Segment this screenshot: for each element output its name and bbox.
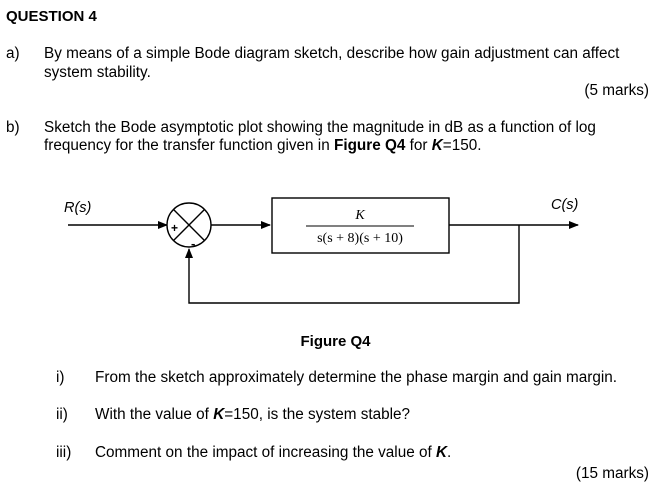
part-b-label: b): [6, 119, 20, 136]
input-label: R(s): [64, 200, 91, 216]
subpart-iii-text-pre: Comment on the impact of increasing the …: [95, 444, 436, 461]
subpart-ii-text-post: =150, is the system stable?: [224, 406, 411, 423]
part-b-line-2: frequency for the transfer function give…: [44, 136, 482, 155]
part-b-line-1: Sketch the Bode asymptotic plot showing …: [44, 119, 596, 136]
part-b-line-2-end: =150.: [442, 137, 482, 154]
transfer-function-denominator: s(s + 8)(s + 10): [317, 231, 403, 246]
question-title: QUESTION 4: [6, 8, 97, 25]
subpart-iii-label: iii): [56, 444, 72, 461]
output-label: C(s): [551, 197, 578, 213]
subpart-i-text: From the sketch approximately determine …: [95, 369, 618, 386]
part-a-line-2: system stability.: [44, 64, 151, 81]
part-a-label: a): [6, 45, 20, 62]
subpart-iii-text-post: .: [447, 444, 452, 461]
figure-caption: Figure Q4: [300, 333, 371, 350]
plus-sign: +: [171, 221, 178, 235]
part-b-marks: (15 marks): [575, 465, 649, 482]
transfer-function-numerator: K: [354, 208, 365, 223]
figure-reference: Figure Q4: [333, 137, 406, 154]
part-a-line-1: By means of a simple Bode diagram sketch…: [44, 45, 620, 62]
subpart-iii-text: Comment on the impact of increasing the …: [95, 443, 451, 462]
minus-sign: -: [191, 236, 195, 251]
subpart-ii-text-pre: With the value of: [95, 406, 214, 423]
subpart-ii-label: ii): [56, 406, 68, 423]
part-b-line-2-mid: for: [405, 137, 432, 154]
transfer-function-block: [271, 197, 450, 254]
part-b-line-2-text: frequency for the transfer function give…: [44, 137, 334, 154]
gain-symbol: K: [213, 406, 225, 423]
feedback-path: [185, 225, 520, 304]
gain-symbol: K: [435, 444, 448, 461]
part-a-marks: (5 marks): [584, 82, 649, 99]
subpart-ii-text: With the value of K=150, is the system s…: [95, 405, 410, 424]
gain-symbol: K: [431, 137, 443, 154]
subpart-i-label: i): [56, 369, 65, 386]
